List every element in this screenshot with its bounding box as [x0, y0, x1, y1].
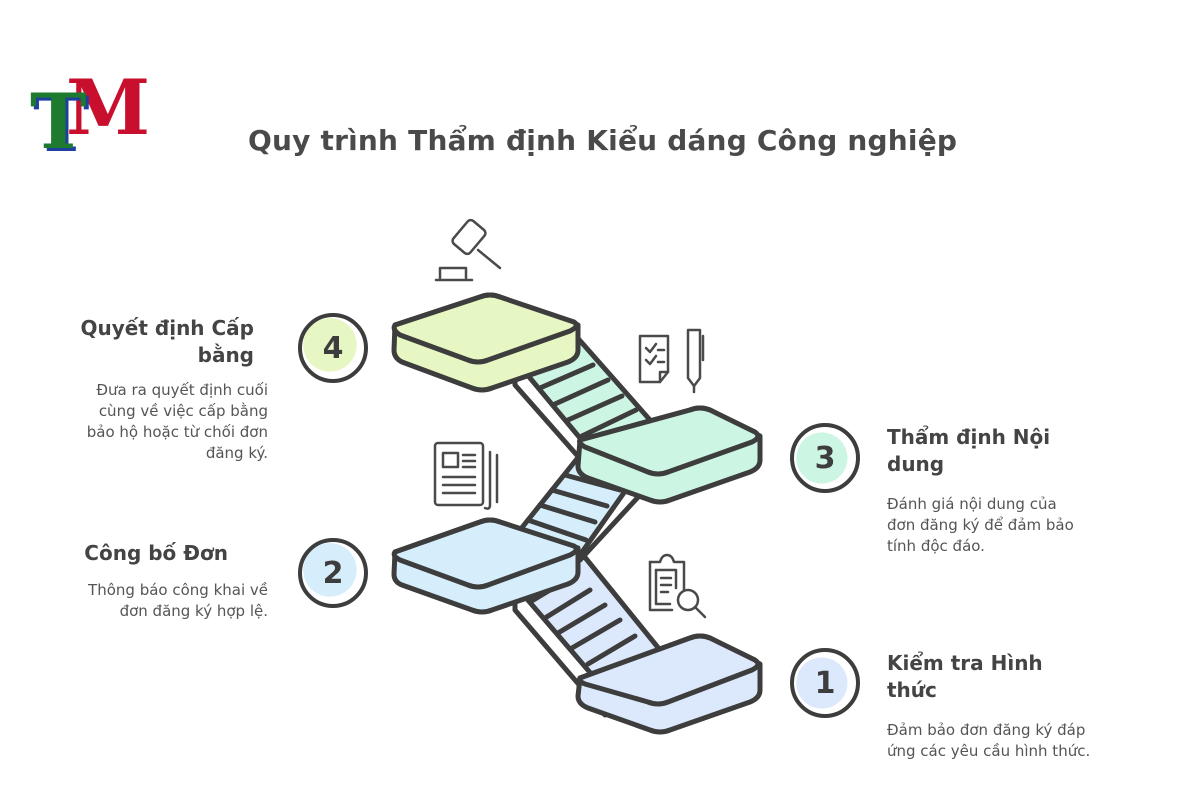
step-4-title: Quyết định Cấp bằng	[80, 316, 254, 367]
step-3-title: Thẩm định Nội dung	[887, 425, 1051, 476]
gavel-icon	[434, 218, 502, 282]
step-3-number-badge: 3	[790, 423, 860, 493]
logo-letter-t: T	[30, 77, 87, 166]
step-2-description: Thông báo công khai về đơn đăng ký hợp l…	[88, 581, 268, 620]
platform-2	[391, 517, 581, 615]
step-2-title: Công bố Đơn	[84, 541, 228, 565]
platform-1	[575, 633, 763, 735]
step-1-number: 1	[814, 665, 836, 701]
step-2-number-badge: 2	[298, 538, 368, 608]
clipboard-search-icon	[648, 553, 707, 619]
page-title: Quy trình Thẩm định Kiểu dáng Công nghiệ…	[248, 124, 958, 157]
step-1-title: Kiểm tra Hình thức	[887, 651, 1043, 702]
logo-letter-m: M	[66, 63, 150, 152]
checklist-pen-icon	[638, 328, 705, 394]
step-4-number: 4	[322, 330, 344, 366]
step-3-description: Đánh giá nội dung của đơn đăng ký để đảm…	[887, 495, 1074, 555]
step-2-number: 2	[322, 555, 344, 591]
platform-4	[391, 292, 581, 393]
step-4-description: Đưa ra quyết định cuối cùng về việc cấp …	[86, 381, 268, 462]
step-4-number-badge: 4	[298, 313, 368, 383]
platform-3	[575, 405, 763, 505]
step-1-number-badge: 1	[790, 648, 860, 718]
step-3-number: 3	[814, 440, 836, 476]
step-1-description: Đảm bảo đơn đăng ký đáp ứng các yêu cầu …	[887, 721, 1091, 760]
tm-logo: M T	[28, 63, 150, 166]
newspaper-icon	[433, 441, 499, 510]
